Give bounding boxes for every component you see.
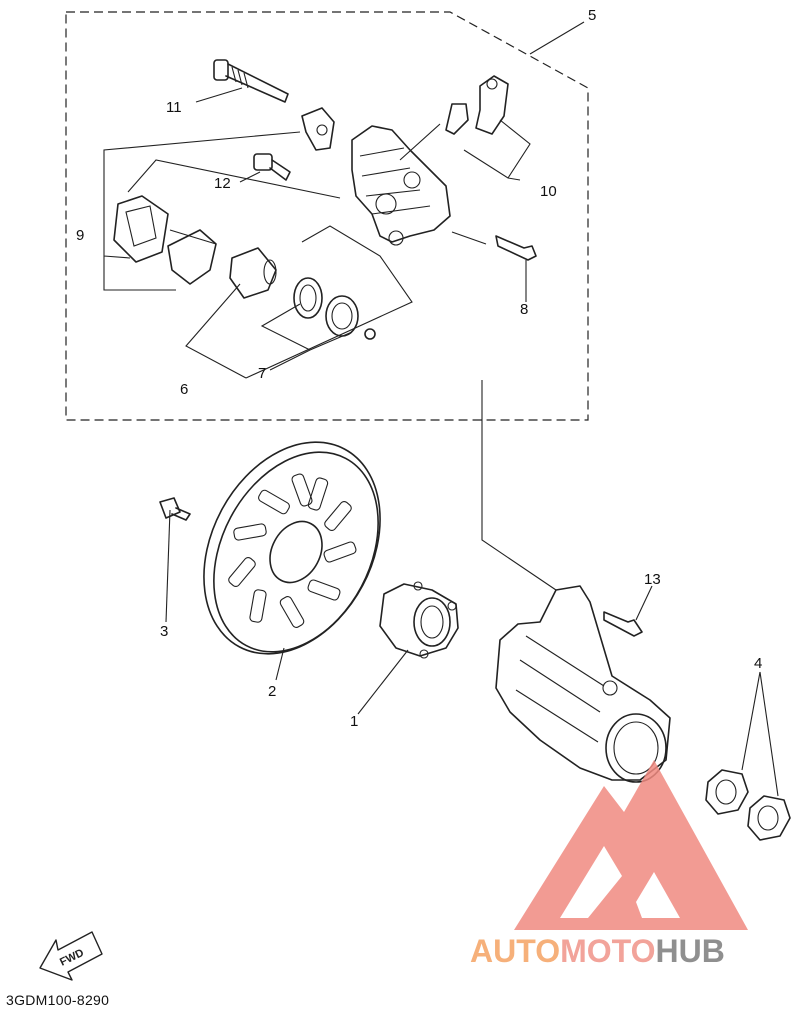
part-axle-housing	[495, 585, 671, 783]
callout-labels: 11 12 9 5 10 8 6 7 3 2 1 13 4	[76, 7, 762, 730]
part-bleed-screw	[253, 153, 291, 181]
callout-13: 13	[644, 571, 661, 588]
callout-2: 2	[268, 683, 276, 700]
part-piston	[229, 247, 277, 299]
part-axle-nuts	[705, 769, 791, 841]
part-hub-flange	[379, 581, 459, 659]
watermark-text: AUTOMOTOHUB	[470, 933, 725, 969]
fwd-arrow-icon: FWD	[39, 931, 103, 981]
callout-7: 7	[258, 365, 266, 382]
part-slide-pin-bolt	[213, 59, 289, 103]
part-brake-pads	[113, 195, 217, 285]
watermark-logo	[514, 760, 748, 930]
part-caliper-bracket	[445, 75, 509, 135]
callout-9: 9	[76, 227, 84, 244]
callout-3: 3	[160, 623, 168, 640]
callout-11: 11	[166, 99, 182, 116]
leader-lines	[103, 21, 779, 797]
callout-6: 6	[180, 381, 188, 398]
caliper-assembly-boundary	[65, 11, 589, 421]
callout-12: 12	[214, 175, 231, 192]
callout-4: 4	[754, 655, 762, 672]
callout-5: 5	[588, 7, 596, 24]
callout-8: 8	[520, 301, 528, 318]
part-disc-bolt	[159, 497, 191, 521]
part-piston-seals	[293, 277, 376, 340]
part-bolt-13	[603, 611, 643, 637]
part-bolt-8	[495, 235, 537, 261]
part-caliper-body	[301, 107, 451, 246]
callout-1: 1	[350, 713, 358, 730]
callout-10: 10	[540, 183, 557, 200]
part-brake-disc	[203, 441, 381, 655]
drawing-code: 3GDM100-8290	[6, 992, 110, 1008]
